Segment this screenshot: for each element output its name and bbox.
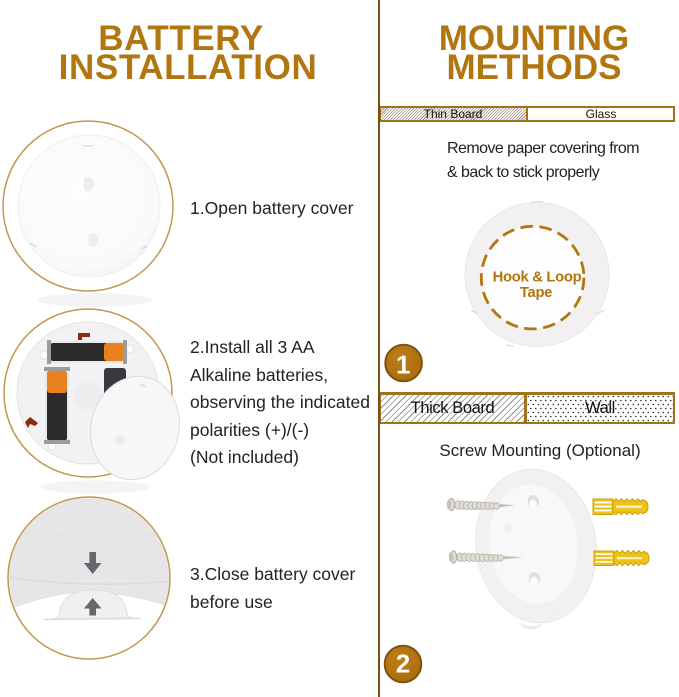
svg-text:Tape: Tape <box>520 285 552 301</box>
svg-text:Hook & Loop: Hook & Loop <box>493 270 582 286</box>
